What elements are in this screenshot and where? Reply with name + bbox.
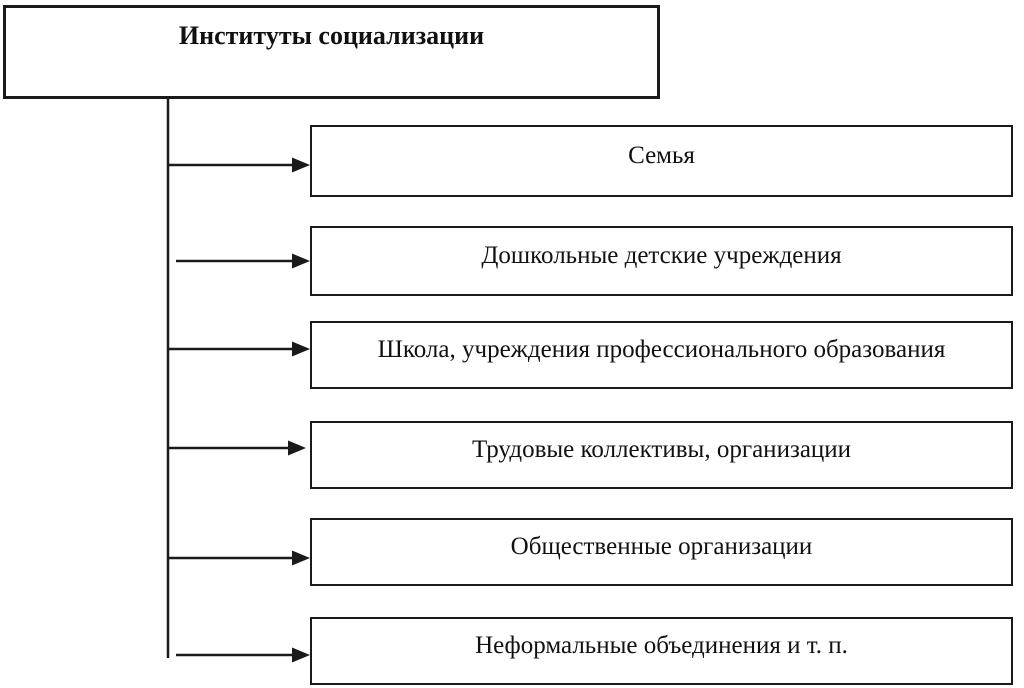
node-label: Дошкольные детские учреждения [481,242,842,269]
node-work-collectives-organizations: Трудовые коллективы, организации [310,421,1013,489]
arrowhead-icon [288,440,306,456]
arrowhead-icon [292,341,310,357]
diagram-title: Институты социализации [178,21,485,50]
node-label: Семья [628,142,695,169]
node-school-professional-education: Школа, учреждения профессионального обра… [310,321,1013,389]
node-preschool-institutions: Дошкольные детские учреждения [310,226,1013,296]
diagram-title-node: Институты социализации [3,5,660,99]
arrowhead-icon [292,647,310,663]
arrowhead-icon [292,550,310,566]
node-family: Семья [310,125,1013,197]
arrowhead-icon [292,157,310,173]
node-label: Общественные организации [510,533,813,560]
node-informal-associations: Неформальные объединения и т. п. [310,617,1013,685]
node-label: Школа, учреждения профессионального обра… [377,336,946,363]
arrowhead-icon [292,253,310,269]
node-public-organizations: Общественные организации [310,518,1013,586]
node-label: Неформальные объединения и т. п. [475,632,848,659]
node-label: Трудовые коллективы, организации [471,436,852,463]
